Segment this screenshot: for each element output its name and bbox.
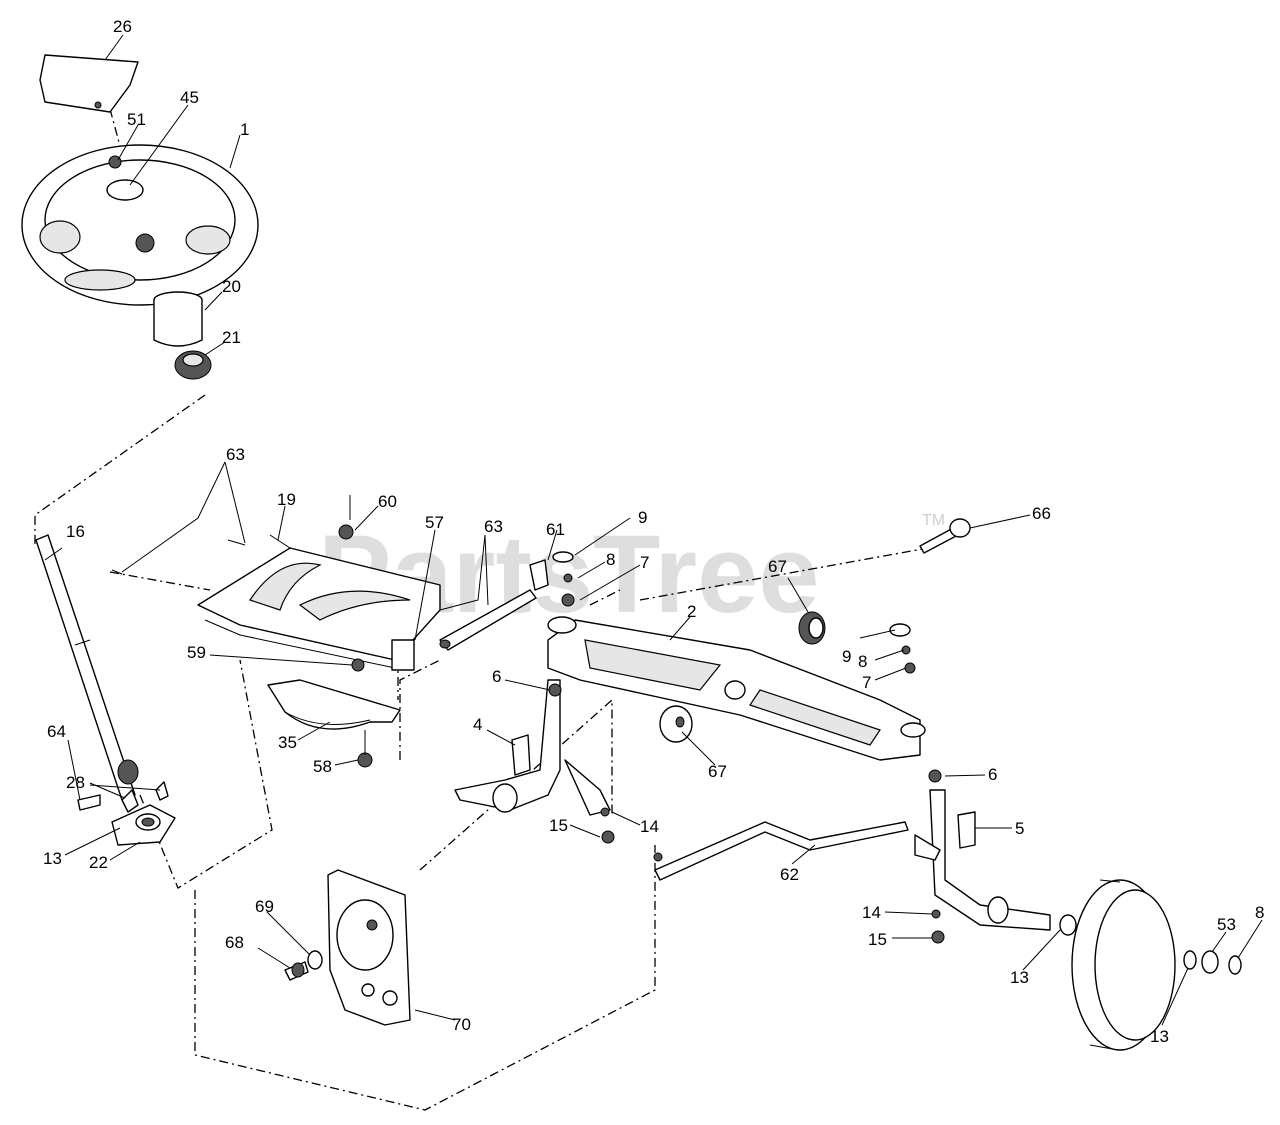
callout-64: 64 bbox=[47, 722, 66, 741]
callout-13-wheel: 13 bbox=[1150, 1027, 1169, 1046]
callout-22: 22 bbox=[89, 853, 108, 872]
steering-gear-upper bbox=[174, 350, 212, 380]
assembly-lines bbox=[34, 71, 929, 1111]
callout-15-right: 15 bbox=[868, 930, 887, 949]
leader-lines bbox=[44, 34, 1263, 1026]
callout-15-left: 15 bbox=[549, 816, 568, 835]
callout-2: 2 bbox=[687, 602, 696, 621]
callout-14-right: 14 bbox=[862, 903, 881, 922]
callout-9-left: 9 bbox=[638, 508, 647, 527]
callout-58: 58 bbox=[313, 757, 332, 776]
callout-67-upper: 67 bbox=[768, 557, 787, 576]
sector-gear bbox=[267, 495, 401, 768]
callout-8-left: 8 bbox=[606, 550, 615, 569]
callout-70: 70 bbox=[452, 1015, 471, 1034]
callout-13-axle: 13 bbox=[1010, 968, 1029, 987]
callout-51: 51 bbox=[127, 110, 146, 129]
callout-53: 53 bbox=[1217, 915, 1236, 934]
callout-59: 59 bbox=[187, 643, 206, 662]
callout-19: 19 bbox=[277, 490, 296, 509]
callout-21: 21 bbox=[222, 328, 241, 347]
pivot-bolt bbox=[919, 518, 971, 554]
callout-8-wheel: 8 bbox=[1255, 903, 1264, 922]
callout-4: 4 bbox=[473, 715, 482, 734]
callout-45: 45 bbox=[180, 88, 199, 107]
watermark-trademark: TM bbox=[922, 512, 945, 529]
callout-8-right: 8 bbox=[858, 652, 867, 671]
callout-13-left: 13 bbox=[43, 849, 62, 868]
callout-28: 28 bbox=[66, 773, 85, 792]
spacer-lower bbox=[659, 705, 693, 743]
callout-6-left: 6 bbox=[492, 667, 501, 686]
steering-wheel bbox=[21, 144, 259, 306]
callout-6-right: 6 bbox=[988, 765, 997, 784]
callout-66: 66 bbox=[1032, 504, 1051, 523]
callout-69: 69 bbox=[255, 897, 274, 916]
shaft-bracket bbox=[77, 781, 176, 846]
tie-rod bbox=[653, 821, 909, 881]
callout-60: 60 bbox=[378, 492, 397, 511]
callout-63-upper: 63 bbox=[226, 445, 245, 464]
callout-35: 35 bbox=[278, 733, 297, 752]
callout-68: 68 bbox=[225, 933, 244, 952]
callout-57: 57 bbox=[425, 513, 444, 532]
callout-61: 61 bbox=[546, 520, 565, 539]
steering-shaft bbox=[35, 534, 139, 801]
callout-9-right: 9 bbox=[842, 647, 851, 666]
steering-cap bbox=[39, 54, 139, 113]
callout-67-lower: 67 bbox=[708, 762, 727, 781]
callout-62: 62 bbox=[780, 865, 799, 884]
callout-20: 20 bbox=[222, 277, 241, 296]
callout-14-left: 14 bbox=[640, 817, 659, 836]
axle-mounting-bracket bbox=[284, 869, 411, 1026]
spacer-upper bbox=[798, 611, 826, 645]
callout-7-left: 7 bbox=[640, 553, 649, 572]
front-axle bbox=[547, 551, 926, 761]
callout-63-lower: 63 bbox=[484, 517, 503, 536]
callout-7-right: 7 bbox=[862, 673, 871, 692]
callout-16: 16 bbox=[66, 522, 85, 541]
right-spindle bbox=[914, 769, 1051, 944]
drag-link bbox=[439, 559, 549, 651]
callout-5: 5 bbox=[1015, 819, 1024, 838]
left-spindle bbox=[454, 679, 615, 844]
callout-labels: 26 45 51 1 20 21 63 19 60 57 63 61 9 8 7… bbox=[43, 17, 1264, 1046]
steering-bushing bbox=[153, 291, 203, 347]
front-wheel bbox=[1059, 879, 1242, 1051]
callout-1: 1 bbox=[240, 120, 249, 139]
callout-26: 26 bbox=[113, 17, 132, 36]
